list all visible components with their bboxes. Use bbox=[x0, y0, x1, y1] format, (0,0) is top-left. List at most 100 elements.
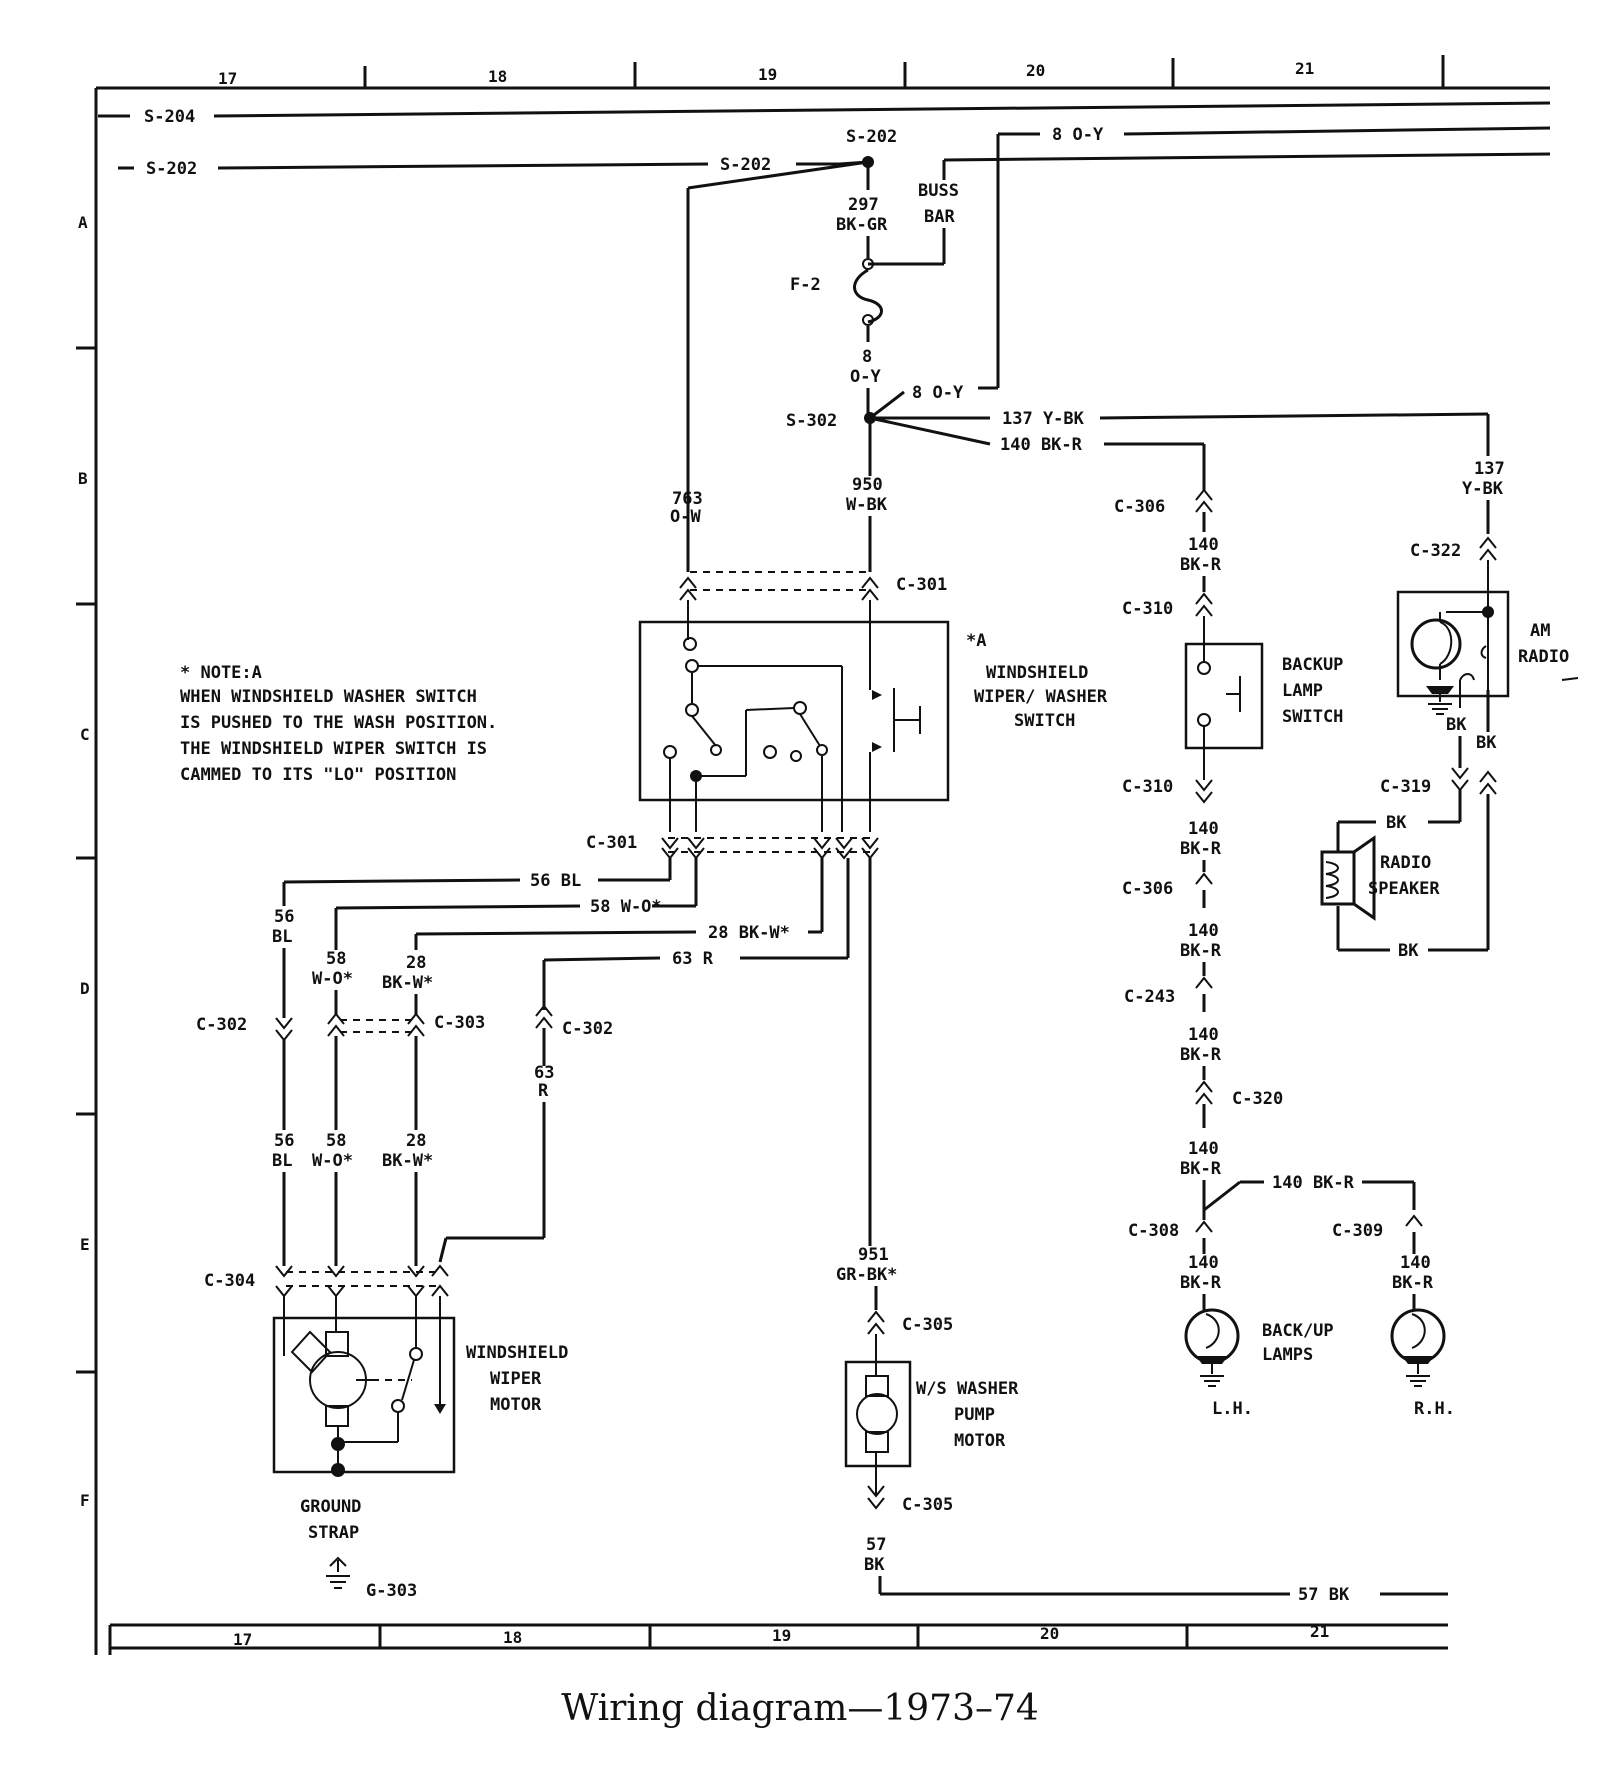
connector-c302-right-label: C-302 bbox=[562, 1019, 613, 1039]
wire-140-g-label: 140 bbox=[1400, 1253, 1431, 1273]
splice-s202-top-label: S-202 bbox=[846, 127, 897, 147]
connector-c310-top-label: C-310 bbox=[1122, 599, 1173, 619]
wire-950-label: 950 bbox=[852, 475, 883, 495]
col-label-bottom-19: 19 bbox=[772, 1626, 791, 1645]
backup-lamps-label: BACK/UP LAMPS bbox=[1262, 1321, 1334, 1365]
wire-8-oy-top-label: 8 O-Y bbox=[1052, 125, 1104, 145]
wire-58-w-o-label: 58 W-O* bbox=[590, 897, 662, 917]
note-a: * NOTE:A WHEN WINDSHIELD WASHER SWITCH I… bbox=[180, 663, 497, 785]
note-a-line-2: WHEN WINDSHIELD WASHER SWITCH bbox=[180, 687, 477, 707]
wire-63-lower-color-label: R bbox=[538, 1081, 549, 1101]
wire-56-vert-label: 56 bbox=[274, 907, 294, 927]
splice-s302: S-302 8 O-Y 137 Y-BK 140 BK-R bbox=[786, 383, 1490, 490]
connector-c306-top-label: C-306 bbox=[1114, 497, 1165, 517]
row-label-a: A bbox=[78, 213, 88, 232]
wire-140-e-label: 140 bbox=[1188, 1139, 1219, 1159]
connector-c320-label: C-320 bbox=[1232, 1089, 1283, 1109]
wire-140-b-label: 140 bbox=[1188, 819, 1219, 839]
washer-pump-label-3: MOTOR bbox=[954, 1431, 1006, 1451]
col-label-top-18: 18 bbox=[488, 67, 507, 86]
wire-140-c-label: 140 bbox=[1188, 921, 1219, 941]
wire-140-d-color-label: BK-R bbox=[1180, 1045, 1222, 1065]
wire-140-b-color-label: BK-R bbox=[1180, 839, 1222, 859]
am-radio-label-1: AM bbox=[1530, 621, 1550, 641]
wiper-switch-label-1: WINDSHIELD bbox=[986, 663, 1088, 683]
row-label-b: B bbox=[78, 469, 88, 488]
connectors-c302-c303: C-302 C-303 C-302 63 R bbox=[196, 1004, 613, 1263]
ground-strap-label-2: STRAP bbox=[308, 1523, 359, 1543]
note-a-line-3: IS PUSHED TO THE WASH POSITION. bbox=[180, 713, 497, 733]
connector-c309-label: C-309 bbox=[1332, 1221, 1383, 1241]
row-label-f: F bbox=[80, 1491, 90, 1510]
wiper-motor-label-1: WINDSHIELD bbox=[466, 1343, 568, 1363]
col-label-bottom-17: 17 bbox=[233, 1630, 252, 1649]
wire-137-vert-color-label: Y-BK bbox=[1462, 479, 1504, 499]
wire-8-oy-b-label: 8 O-Y bbox=[912, 383, 964, 403]
wire-56-lower-label: 56 bbox=[274, 1131, 294, 1151]
connector-c301-bottom: C-301 bbox=[586, 833, 879, 860]
splice-s202-left-label: S-202 bbox=[146, 159, 197, 179]
switch-feed-wires: 763 O-W 950 W-BK bbox=[670, 475, 888, 572]
backup-lamp-rh-label: R.H. bbox=[1414, 1399, 1455, 1419]
grid-row-labels: A B C D E F bbox=[78, 213, 90, 1510]
note-a-line-1: * NOTE:A bbox=[180, 663, 262, 683]
wire-763-color-label: O-W bbox=[670, 507, 701, 527]
wire-63-r-label: 63 R bbox=[672, 949, 714, 969]
wiper-washer-switch: *A WINDSHIELD WIPER/ WASHER SWITCH bbox=[638, 600, 1108, 832]
backup-lamp-lh-label: L.H. bbox=[1212, 1399, 1253, 1419]
col-label-top-19: 19 bbox=[758, 65, 777, 84]
wire-8-label: 8 bbox=[862, 347, 872, 367]
wire-140-a-color-label: BK-R bbox=[1180, 555, 1222, 575]
washer-pump-label-2: PUMP bbox=[954, 1405, 995, 1425]
wire-8-color-label: O-Y bbox=[850, 367, 881, 387]
wire-56-vert-color-label: BL bbox=[272, 927, 292, 947]
fuse-f2: 297 BK-GR F-2 8 O-Y bbox=[790, 162, 888, 418]
connector-c243-label: C-243 bbox=[1124, 987, 1175, 1007]
connector-c305-top-label: C-305 bbox=[902, 1315, 953, 1335]
wiper-switch-label-2: WIPER/ WASHER bbox=[974, 687, 1108, 707]
wire-297-label: 297 bbox=[848, 195, 879, 215]
diagram-frame bbox=[76, 55, 1550, 1655]
backup-switch-label-2: LAMP bbox=[1282, 681, 1323, 701]
connector-c306-bottom-label: C-306 bbox=[1122, 879, 1173, 899]
washer-pump-circuit: 951 GR-BK* C-305 W/S WASHER PUMP MOTOR C… bbox=[836, 858, 1448, 1605]
diagram-caption: Wiring diagram—1973–74 bbox=[561, 1688, 1039, 1729]
connector-c302-left-label: C-302 bbox=[196, 1015, 247, 1035]
col-label-bottom-18: 18 bbox=[503, 1628, 522, 1647]
radio-speaker-label-1: RADIO bbox=[1380, 853, 1431, 873]
connector-c304: C-304 bbox=[204, 1264, 449, 1298]
radio-speaker: RADIO SPEAKER bbox=[1320, 835, 1440, 921]
row-label-d: D bbox=[80, 979, 90, 998]
wiper-motor-ground-dot-2 bbox=[331, 1463, 345, 1477]
wire-57-label: 57 bbox=[866, 1535, 886, 1555]
buss-bar-label-1: BUSS bbox=[918, 181, 959, 201]
col-label-top-17: 17 bbox=[218, 69, 237, 88]
backup-switch-label-1: BACKUP bbox=[1282, 655, 1343, 675]
backup-switch-label-3: SWITCH bbox=[1282, 707, 1343, 727]
wire-58-vert-color-label: W-O* bbox=[312, 969, 353, 989]
wire-140-f-color-label: BK-R bbox=[1180, 1273, 1222, 1293]
wire-951-color-label: GR-BK* bbox=[836, 1265, 897, 1285]
connector-c301-top-label: C-301 bbox=[896, 575, 947, 595]
note-a-line-5: CAMMED TO ITS "LO" POSITION bbox=[180, 765, 456, 785]
backup-lamps-label-2: LAMPS bbox=[1262, 1345, 1313, 1365]
wire-bk-1-label: BK bbox=[1446, 715, 1467, 735]
wire-57-bk-label: 57 BK bbox=[1298, 1585, 1350, 1605]
wire-140-bk-r-label: 140 BK-R bbox=[1000, 435, 1083, 455]
fuse-f2-label: F-2 bbox=[790, 275, 821, 295]
wire-140-branch-label: 140 BK-R bbox=[1272, 1173, 1355, 1193]
wire-28-vert-label: 28 bbox=[406, 953, 426, 973]
wire-140-g-color-label: BK-R bbox=[1392, 1273, 1434, 1293]
radio-speaker-label-2: SPEAKER bbox=[1368, 879, 1440, 899]
ground-strap-label-1: GROUND bbox=[300, 1497, 361, 1517]
wire-56-bl-label: 56 BL bbox=[530, 871, 581, 891]
backup-lamps-label-1: BACK/UP bbox=[1262, 1321, 1334, 1341]
row-label-c: C bbox=[80, 725, 90, 744]
windshield-wiper-motor: WINDSHIELD WIPER MOTOR bbox=[272, 1296, 568, 1477]
connector-c319-label: C-319 bbox=[1380, 777, 1431, 797]
wiper-motor-label-2: WIPER bbox=[490, 1369, 542, 1389]
wire-58-lower-label: 58 bbox=[326, 1131, 346, 1151]
wire-63-lower-label: 63 bbox=[534, 1063, 554, 1083]
col-label-bottom-20: 20 bbox=[1040, 1624, 1059, 1643]
